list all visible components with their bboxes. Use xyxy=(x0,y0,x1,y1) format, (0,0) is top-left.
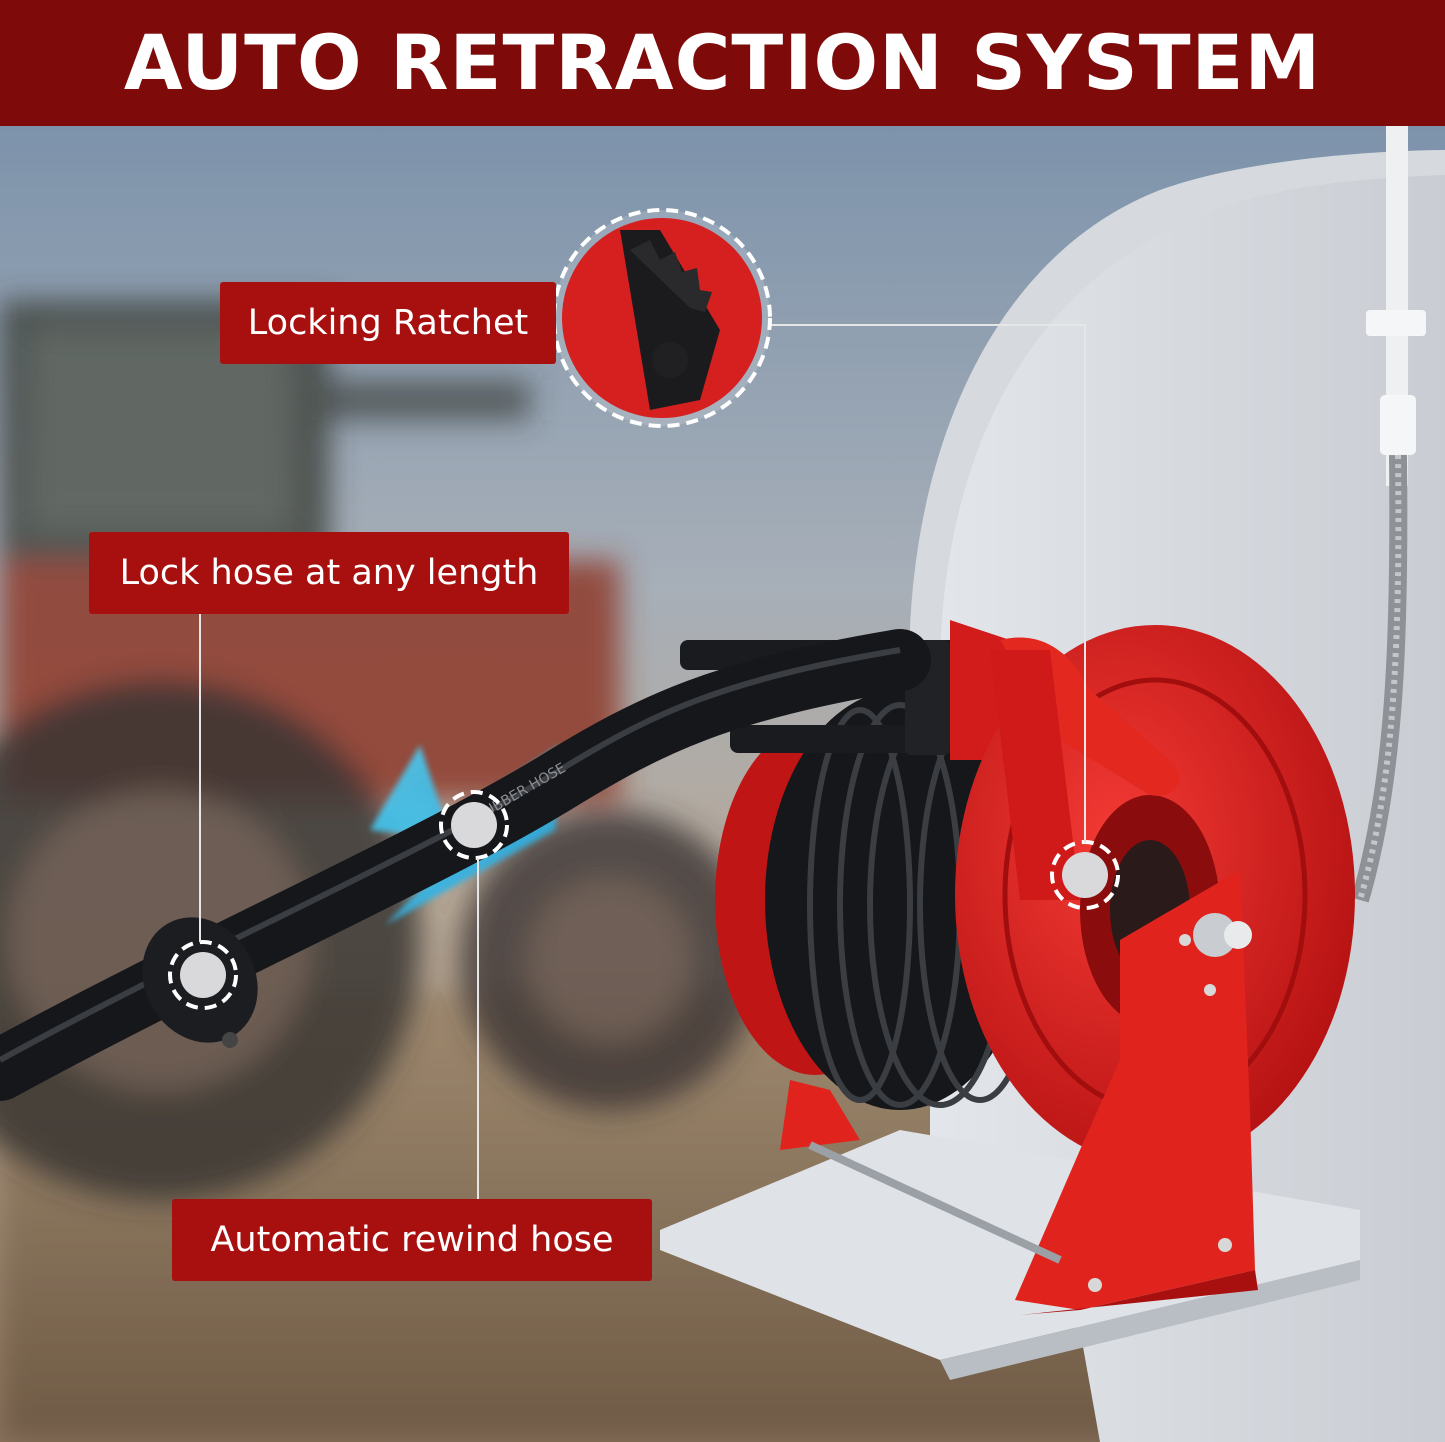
page-title: AUTO RETRACTION SYSTEM xyxy=(123,18,1322,107)
leader-lines xyxy=(199,324,1086,1199)
header-band xyxy=(0,0,1445,126)
header: AUTO RETRACTION SYSTEM xyxy=(0,0,1445,126)
hotspot-stopper[interactable] xyxy=(168,940,238,1010)
callout-automatic-rewind: Automatic rewind hose xyxy=(210,1220,614,1260)
hotspot-hose[interactable] xyxy=(439,790,509,860)
left-stand xyxy=(780,1080,860,1150)
ratchet-zoom xyxy=(552,208,772,428)
right-stand xyxy=(1015,870,1255,1310)
callout-lock-hose: Lock hose at any length xyxy=(119,553,539,593)
callout-locking-ratchet: Locking Ratchet xyxy=(247,303,529,343)
